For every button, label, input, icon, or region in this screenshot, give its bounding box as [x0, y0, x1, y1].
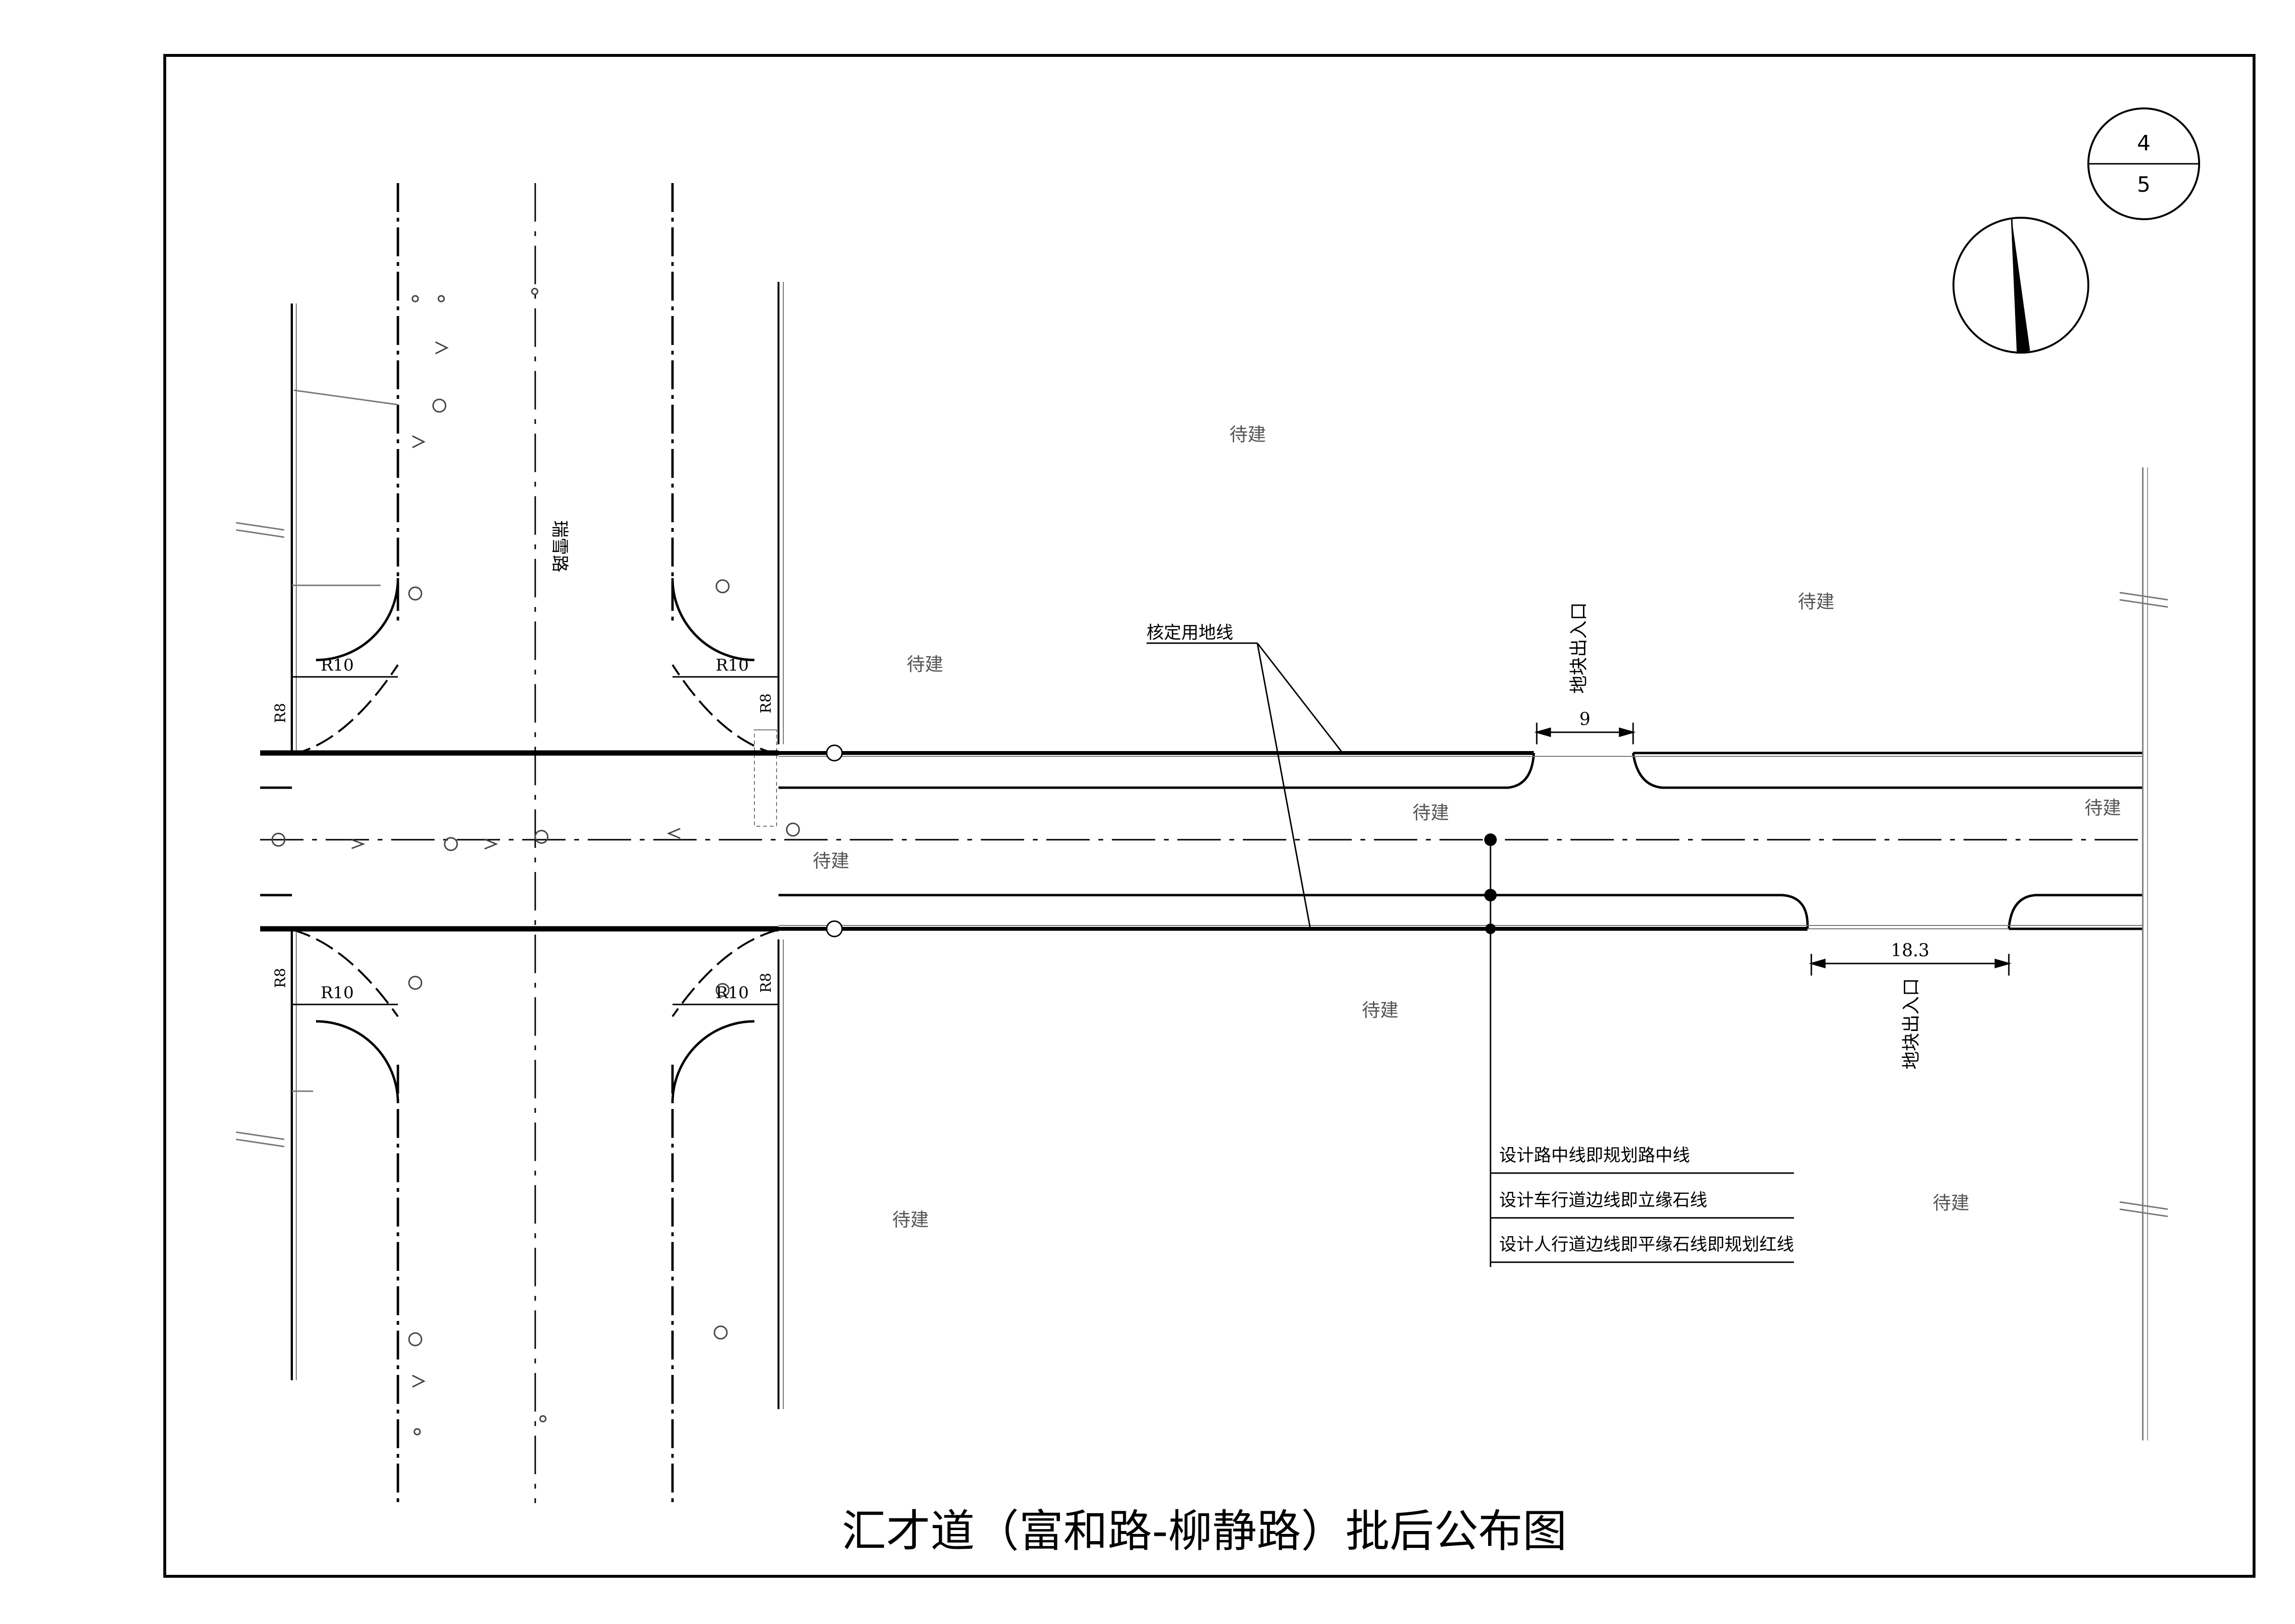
radius-label-r10-se: R10	[716, 983, 749, 1003]
break-marks	[236, 522, 2168, 1217]
south-opening-value: 18.3	[1891, 941, 1929, 961]
cross-road	[290, 183, 784, 1503]
drawing-title: 汇才道（富和路-柳静路）批后公布图	[842, 1505, 1567, 1557]
sheet-border	[163, 54, 2255, 1578]
radius-label-r8-ne: R8	[758, 693, 775, 713]
south-opening-dimension	[1808, 954, 2012, 976]
sheet-number-bottom: 5	[2137, 172, 2150, 197]
north-arrow-icon	[1952, 217, 2089, 354]
land-label-8: 待建	[892, 1209, 929, 1230]
land-label-6: 待建	[813, 850, 849, 871]
radius-label-r8-sw: R8	[272, 968, 289, 988]
legend-line-2: 设计车行道边线即立缘石线	[1499, 1190, 1707, 1210]
radius-label-r8-nw: R8	[272, 703, 289, 723]
callout-leaders	[1147, 642, 1491, 1267]
plot-entrance-south-label: 地块出入口	[1900, 978, 1922, 1069]
land-label-4: 待建	[1412, 802, 1449, 823]
main-road	[260, 467, 2148, 1440]
land-label-7: 待建	[1362, 1000, 1398, 1021]
north-opening-value: 9	[1580, 710, 1591, 729]
red-line-node	[1485, 924, 1496, 934]
legend-line-3: 设计人行道边线即平缘石线即规划红线	[1499, 1235, 1794, 1254]
land-label-2: 待建	[1798, 591, 1834, 612]
radius-label-r10-nw: R10	[321, 656, 354, 675]
legend	[1490, 1172, 1794, 1263]
north-opening-dimension	[1534, 723, 1636, 744]
legend-line-1: 设计路中线即规划路中线	[1499, 1146, 1690, 1165]
radius-label-r10-ne: R10	[716, 656, 749, 675]
centerline-node	[1484, 833, 1497, 846]
verified-land-line-label: 核定用地线	[1147, 623, 1233, 643]
carriageway-node	[1484, 889, 1497, 901]
plot-entrance-north-label: 地块出入口	[1568, 602, 1589, 694]
sheet-number-badge: 4 5	[2087, 107, 2200, 220]
radius-label-r8-se: R8	[758, 973, 775, 993]
radius-dimension-lines	[292, 676, 778, 1005]
sheet-number-top: 4	[2137, 131, 2150, 156]
cross-road-name: 瑞雪路	[550, 520, 569, 572]
survey-symbols	[271, 288, 800, 1436]
land-label-5: 待建	[2084, 797, 2121, 819]
radius-label-r10-sw: R10	[321, 983, 354, 1003]
land-label-3: 待建	[907, 654, 943, 675]
land-label-1: 待建	[1229, 424, 1266, 445]
land-label-9: 待建	[1933, 1192, 1969, 1214]
